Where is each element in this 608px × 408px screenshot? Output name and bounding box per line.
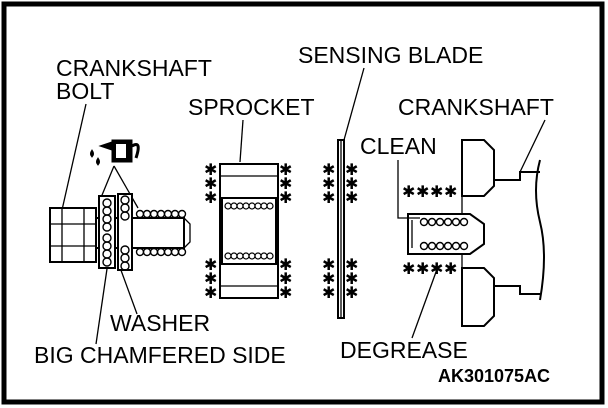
asterisk-icon: ✱ bbox=[322, 160, 335, 179]
bolt-thread bbox=[135, 209, 187, 257]
asterisk-icon: ✱ bbox=[416, 259, 429, 278]
label-clean: CLEAN bbox=[360, 133, 437, 159]
asterisk-icon: ✱ bbox=[416, 182, 429, 201]
asterisk-icon: ✱ bbox=[204, 255, 217, 274]
asterisk-icon: ✱ bbox=[402, 182, 415, 201]
asterisk-icon: ✱ bbox=[279, 255, 292, 274]
asterisk-icon: ✱ bbox=[279, 174, 292, 193]
label-crankshaft-bolt-line1: CRANKSHAFT bbox=[56, 55, 212, 81]
asterisk-icon: ✱ bbox=[204, 174, 217, 193]
asterisk-icon: ✱ bbox=[204, 269, 217, 288]
asterisk-icon: ✱ bbox=[345, 188, 358, 207]
asterisk-icon: ✱ bbox=[279, 269, 292, 288]
asterisk-icon: ✱ bbox=[402, 259, 415, 278]
crankshaft-asterisks: ✱ ✱ ✱ ✱ ✱ ✱ ✱ ✱ bbox=[402, 182, 457, 278]
crankshaft-bore-thread bbox=[419, 217, 469, 251]
sprocket bbox=[219, 163, 279, 299]
oil-can-icon bbox=[90, 139, 140, 166]
asterisk-icon: ✱ bbox=[322, 283, 335, 302]
asterisk-icon: ✱ bbox=[322, 255, 335, 274]
asterisk-icon: ✱ bbox=[345, 283, 358, 302]
asterisk-icon: ✱ bbox=[279, 283, 292, 302]
asterisk-icon: ✱ bbox=[204, 188, 217, 207]
leader-lines bbox=[61, 67, 546, 345]
label-crankshaft-bolt-line2: BOLT bbox=[56, 78, 114, 104]
washer bbox=[98, 193, 133, 271]
sensing-blade bbox=[337, 139, 345, 319]
asterisk-icon: ✱ bbox=[345, 269, 358, 288]
label-sensing-blade: SENSING BLADE bbox=[298, 42, 483, 68]
label-sprocket: SPROCKET bbox=[188, 94, 315, 120]
asterisk-icon: ✱ bbox=[444, 259, 457, 278]
asterisk-icon: ✱ bbox=[279, 188, 292, 207]
asterisk-icon: ✱ bbox=[322, 269, 335, 288]
label-crankshaft: CRANKSHAFT bbox=[398, 94, 554, 120]
sprocket-asterisks: ✱ ✱ ✱ ✱ ✱ ✱ ✱ ✱ ✱ ✱ ✱ ✱ bbox=[204, 160, 292, 302]
asterisk-icon: ✱ bbox=[430, 182, 443, 201]
sensing-blade-asterisks: ✱ ✱ ✱ ✱ ✱ ✱ ✱ ✱ ✱ ✱ ✱ ✱ bbox=[322, 160, 358, 302]
asterisk-icon: ✱ bbox=[444, 182, 457, 201]
asterisk-icon: ✱ bbox=[322, 174, 335, 193]
crankshaft bbox=[407, 139, 545, 327]
label-washer: WASHER bbox=[110, 310, 210, 336]
asterisk-icon: ✱ bbox=[204, 160, 217, 179]
asterisk-icon: ✱ bbox=[345, 160, 358, 179]
asterisk-icon: ✱ bbox=[204, 283, 217, 302]
label-big-chamfered-side: BIG CHAMFERED SIDE bbox=[34, 342, 286, 368]
figure-code: AK301075AC bbox=[438, 366, 550, 386]
asterisk-icon: ✱ bbox=[279, 160, 292, 179]
asterisk-icon: ✱ bbox=[345, 174, 358, 193]
asterisk-icon: ✱ bbox=[345, 255, 358, 274]
asterisk-icon: ✱ bbox=[322, 188, 335, 207]
label-degrease: DEGREASE bbox=[340, 337, 468, 363]
asterisk-icon: ✱ bbox=[430, 259, 443, 278]
